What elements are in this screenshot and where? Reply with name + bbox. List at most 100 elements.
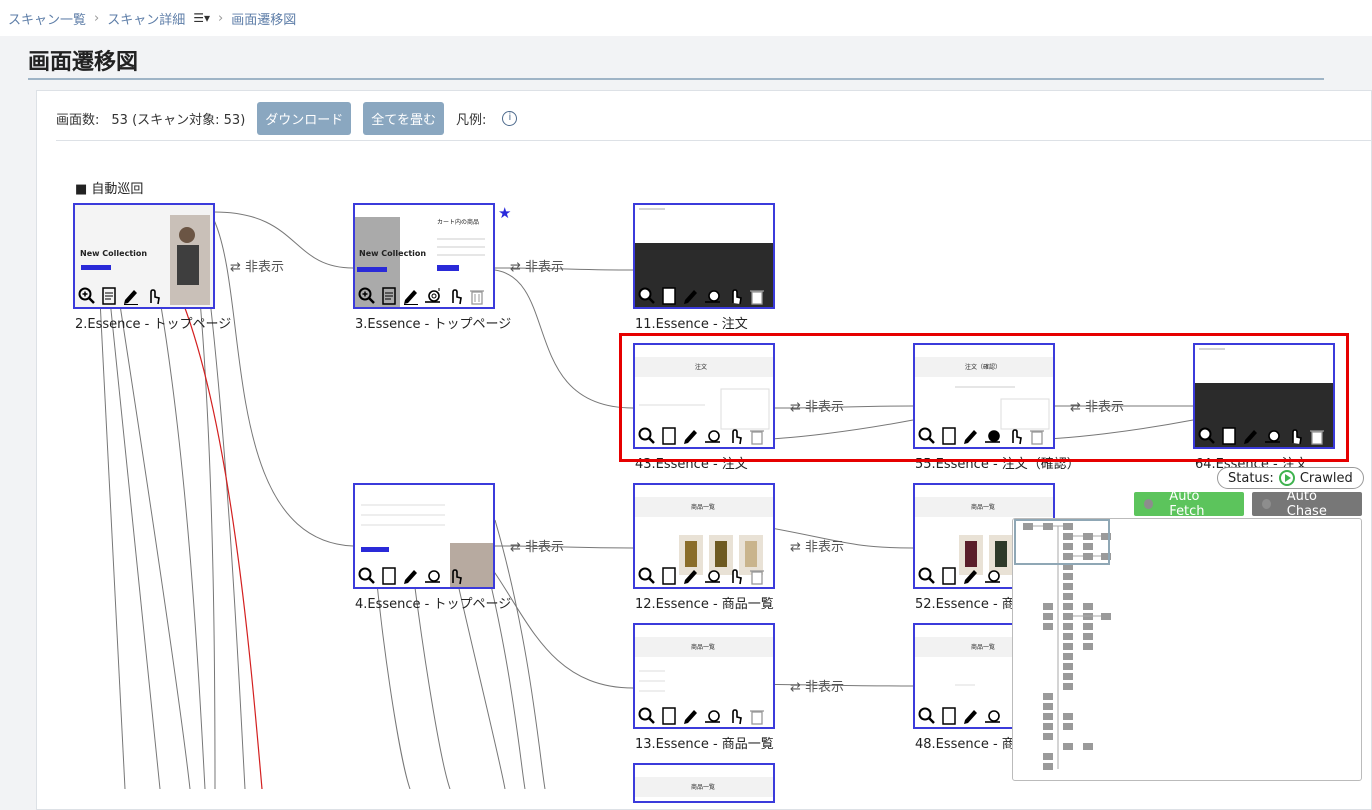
snail-icon[interactable] xyxy=(423,566,443,586)
edit-icon[interactable] xyxy=(961,426,981,446)
edge-highlighted xyxy=(179,294,263,789)
node-toolbar xyxy=(357,566,465,586)
screen-node[interactable] xyxy=(633,203,775,309)
touch-icon[interactable] xyxy=(445,566,465,586)
zoom-icon[interactable] xyxy=(1197,426,1217,446)
play-icon xyxy=(1278,470,1295,486)
thumbnail-heading: 商品一覧 xyxy=(691,784,716,791)
zoom-icon[interactable] xyxy=(637,706,657,726)
zoom-icon[interactable] xyxy=(917,566,937,586)
page-thumbnail xyxy=(635,345,773,447)
snail-icon[interactable] xyxy=(703,566,723,586)
touch-icon[interactable] xyxy=(725,426,745,446)
auto-chase-toggle[interactable]: Auto Chase xyxy=(1252,489,1362,519)
zoom-icon[interactable] xyxy=(637,426,657,446)
log-icon[interactable] xyxy=(1219,426,1239,446)
zoom-icon[interactable] xyxy=(917,706,937,726)
minimap-viewport xyxy=(1014,519,1110,565)
screen-node[interactable]: カート内の商品 New Collection xyxy=(353,203,495,309)
screen-node[interactable]: New Collection xyxy=(73,203,215,309)
trash-icon[interactable] xyxy=(747,286,767,306)
edit-icon[interactable] xyxy=(681,426,701,446)
zoom-icon[interactable] xyxy=(917,426,937,446)
edit-icon[interactable] xyxy=(121,286,141,306)
edit-icon[interactable] xyxy=(681,286,701,306)
trash-icon[interactable] xyxy=(1027,426,1047,446)
log-icon[interactable] xyxy=(659,426,679,446)
edge xyxy=(213,219,354,547)
zoom-icon[interactable] xyxy=(637,286,657,306)
touch-icon[interactable] xyxy=(725,286,745,306)
breadcrumb-scan-detail[interactable]: スキャン詳細 xyxy=(107,12,186,28)
log-icon[interactable] xyxy=(659,286,679,306)
screen-node[interactable]: 商品一覧 xyxy=(633,483,775,589)
edit-icon[interactable] xyxy=(681,566,701,586)
page-thumbnail xyxy=(355,485,493,587)
touch-icon[interactable] xyxy=(725,566,745,586)
screen-node[interactable]: 注文 xyxy=(633,343,775,449)
page-thumbnail xyxy=(75,205,213,307)
thumbnail-heading: New Collection xyxy=(80,249,148,258)
thumbnail-heading: 商品一覧 xyxy=(971,504,996,511)
snail-icon[interactable] xyxy=(983,566,1003,586)
log-icon[interactable] xyxy=(379,286,399,306)
trash-icon[interactable] xyxy=(747,706,767,726)
info-icon[interactable]: i xyxy=(502,110,518,126)
auto-fetch-label: Auto Fetch xyxy=(1169,489,1205,519)
edit-icon[interactable] xyxy=(401,286,421,306)
minimap-canvas xyxy=(1014,519,1111,770)
trash-icon[interactable] xyxy=(1307,426,1327,446)
node-toolbar xyxy=(917,426,1047,446)
touch-icon[interactable] xyxy=(143,286,163,306)
node-label: 12.Essence - 商品一覧 xyxy=(635,597,774,612)
snail-icon[interactable] xyxy=(703,286,723,306)
edit-icon[interactable] xyxy=(681,706,701,726)
download-button[interactable]: ダウンロード xyxy=(257,101,352,135)
screen-node[interactable] xyxy=(353,483,495,589)
touch-icon[interactable] xyxy=(445,286,465,306)
log-icon[interactable] xyxy=(379,566,399,586)
snail-icon[interactable] xyxy=(983,426,1003,446)
snail-icon[interactable] xyxy=(703,706,723,726)
touch-icon[interactable] xyxy=(1285,426,1305,446)
zoom-icon[interactable] xyxy=(357,566,377,586)
list-menu-icon[interactable]: ☰▾ xyxy=(193,11,211,25)
screen-node[interactable] xyxy=(1193,343,1335,449)
chevron-right-icon: › xyxy=(94,10,100,26)
log-icon[interactable] xyxy=(939,706,959,726)
edit-icon[interactable] xyxy=(1241,426,1261,446)
snail-icon[interactable] xyxy=(703,426,723,446)
screen-node[interactable]: 商品一覧 xyxy=(633,623,775,729)
zoom-icon[interactable] xyxy=(357,286,377,306)
group-label: ■ 自動巡回 xyxy=(75,182,144,197)
zoom-icon[interactable] xyxy=(77,286,97,306)
zoom-icon[interactable] xyxy=(637,566,657,586)
trash-icon[interactable] xyxy=(467,286,487,306)
auto-fetch-toggle[interactable]: Auto Fetch xyxy=(1134,489,1244,519)
node-label: 11.Essence - 注文 xyxy=(635,317,748,332)
snail-icon[interactable] xyxy=(983,706,1003,726)
log-icon[interactable] xyxy=(99,286,119,306)
thumbnail-heading: 注文（確認） xyxy=(965,364,1002,371)
edit-icon[interactable] xyxy=(961,566,981,586)
edit-icon[interactable] xyxy=(401,566,421,586)
trash-icon[interactable] xyxy=(747,426,767,446)
snail-icon[interactable] xyxy=(1263,426,1283,446)
snail-icon[interactable] xyxy=(423,286,443,306)
log-icon[interactable] xyxy=(659,566,679,586)
screen-node[interactable]: 注文（確認） xyxy=(913,343,1055,449)
log-icon[interactable] xyxy=(939,426,959,446)
log-icon[interactable] xyxy=(939,566,959,586)
touch-icon[interactable] xyxy=(1005,426,1025,446)
legend-label: 凡例: xyxy=(456,112,487,128)
minimap[interactable] xyxy=(1012,518,1362,781)
trash-icon[interactable] xyxy=(747,566,767,586)
log-icon[interactable] xyxy=(659,706,679,726)
touch-icon[interactable] xyxy=(725,706,745,726)
toggle-knob xyxy=(1144,499,1154,509)
edge xyxy=(494,545,634,549)
breadcrumb-scan-list[interactable]: スキャン一覧 xyxy=(8,12,87,28)
collapse-all-button[interactable]: 全てを畳む xyxy=(363,101,445,135)
screen-node[interactable]: 商品一覧 xyxy=(633,763,775,803)
edit-icon[interactable] xyxy=(961,706,981,726)
